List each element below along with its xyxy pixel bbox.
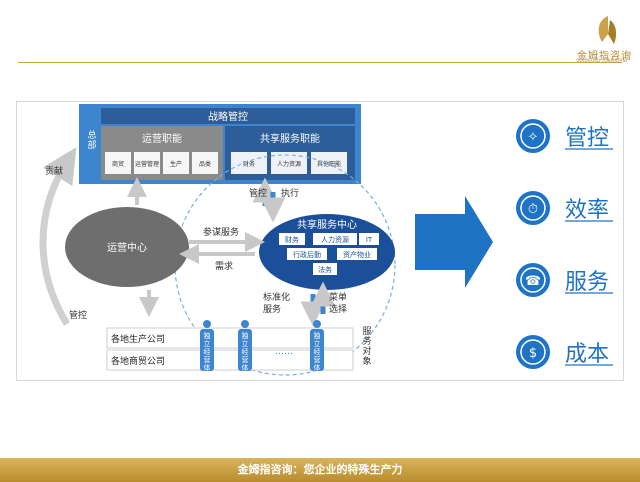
ssc-item xyxy=(313,263,337,275)
operating-unit xyxy=(238,329,252,371)
standard-service-label-1: 标准化 xyxy=(263,291,290,303)
ops-function-item xyxy=(105,152,131,174)
shared-function-item-label: 财务 xyxy=(243,160,255,168)
strategy-bar xyxy=(101,108,355,124)
shared-function-item-label: 人力资源 xyxy=(277,160,301,168)
ops-center-label: 运营中心 xyxy=(107,241,147,254)
contribution-arrow xyxy=(39,147,77,326)
header-divider xyxy=(18,62,622,63)
production-company-label: 各地生产公司 xyxy=(111,333,165,345)
phone-icon-glyph: ☎ xyxy=(525,274,541,289)
operating-unit xyxy=(310,329,324,371)
operating-unit-label: 独 xyxy=(242,331,249,340)
contribution-label: 贡献 xyxy=(45,165,63,177)
service-targets-label: 象 xyxy=(362,355,371,367)
trading-company-label: 各地商贸公司 xyxy=(111,355,165,367)
ssc-item-label: IT xyxy=(366,236,373,244)
brand-name: 金姆指咨询 xyxy=(577,51,632,62)
operating-unit-label: 营 xyxy=(242,355,249,364)
person-icon xyxy=(203,320,211,328)
ops-function-item-label: 运营管理 xyxy=(135,160,159,168)
operating-unit-label: 立 xyxy=(242,339,249,348)
ops-center xyxy=(65,207,189,287)
ssc-item-label: 人力资源 xyxy=(321,235,349,244)
demand-label: 需求 xyxy=(215,260,233,272)
ops-function-item xyxy=(192,152,218,174)
person-icon xyxy=(241,320,249,328)
standard-service-label-2: 服务 xyxy=(263,303,281,315)
control-mid-label: 管控 xyxy=(249,187,267,199)
operating-unit-label: 经 xyxy=(242,347,249,356)
operating-unit xyxy=(200,329,214,371)
operating-unit-label: 营 xyxy=(314,355,321,364)
benefit-label: 成本 xyxy=(565,342,609,367)
diagram-frame: 战略管控 运营职能 商贸运营管理生产品类 共享服务职能 财务人力资源其他职能 贡… xyxy=(16,101,624,381)
benefit-label: 管控 xyxy=(565,126,609,151)
operating-unit-label: 体 xyxy=(204,363,211,372)
benefit-label: 服务 xyxy=(565,270,609,295)
brand-mark-icon xyxy=(598,16,617,44)
operating-unit-label: 立 xyxy=(204,339,211,348)
operating-unit-label: 营 xyxy=(204,355,211,364)
ssc-item-label: 行政后勤 xyxy=(293,250,321,259)
phone-icon-ring xyxy=(520,267,546,293)
control-left-label: 管控 xyxy=(69,309,87,321)
consulting-label: 参谋服务 xyxy=(203,226,239,238)
ops-function-item-label: 品类 xyxy=(199,160,211,168)
operating-unit-label: n xyxy=(315,372,319,380)
operating-unit-label: 经 xyxy=(204,347,211,356)
stopwatch-icon-ring xyxy=(520,195,546,221)
ops-function-item-label: 商贸 xyxy=(112,160,124,168)
execute-label: 执行 xyxy=(281,187,299,199)
team-icon-glyph: ✧ xyxy=(528,130,539,145)
operating-unit-label: 经 xyxy=(314,347,321,356)
ops-function-item-label: 生产 xyxy=(170,160,182,168)
shared-function-item xyxy=(311,152,347,174)
service-targets-label: 对 xyxy=(362,345,371,357)
person-icon xyxy=(313,320,321,328)
trading-company-row xyxy=(106,349,354,371)
operating-unit-label: 立 xyxy=(314,339,321,348)
service-targets-label: 务 xyxy=(362,335,371,347)
service-targets-label: 服 xyxy=(362,326,371,337)
operating-unit-label: 独 xyxy=(314,331,321,340)
strategy-label: 战略管控 xyxy=(208,110,248,123)
brand-subtitle: GOLDGOOD CONSULTANT xyxy=(576,58,628,63)
ops-function-item xyxy=(163,152,189,174)
ssc-item xyxy=(337,248,377,260)
stopwatch-icon-glyph: ⏱ xyxy=(528,202,538,217)
ssc-item-label: 法务 xyxy=(318,265,332,274)
menu-select-label-1: 菜单 xyxy=(329,291,347,303)
benefit-label: 效率 xyxy=(565,198,609,223)
footer-banner: 金姆指咨询：您企业的特殊生产力 xyxy=(0,458,640,482)
operating-unit-label: 体 xyxy=(314,363,321,372)
ssc-item-label: 财务 xyxy=(285,235,299,244)
ssc-item xyxy=(313,233,357,245)
ops-function-item xyxy=(134,152,160,174)
hq-label: 部 xyxy=(87,139,96,151)
operating-unit-label: 2 xyxy=(243,372,247,380)
units-ellipsis: …… xyxy=(275,347,293,357)
result-arrow xyxy=(415,196,493,288)
team-icon-ring xyxy=(520,123,546,149)
money-bag-icon-ring xyxy=(520,339,546,365)
ssc-label: 共享服务中心 xyxy=(297,218,357,231)
shared-function-item xyxy=(231,152,267,174)
ssc-item xyxy=(279,233,305,245)
ssc-item xyxy=(287,248,327,260)
brand-logo xyxy=(588,14,628,58)
operating-unit-label: 1 xyxy=(205,372,209,380)
shared-service-diagram: 战略管控 运营职能 商贸运营管理生产品类 共享服务职能 财务人力资源其他职能 贡… xyxy=(39,104,613,380)
ssc-item-label: 资产物业 xyxy=(343,250,371,259)
ssc-item xyxy=(359,233,379,245)
production-company-row xyxy=(106,327,354,349)
shared-functions-label: 共享服务职能 xyxy=(260,132,320,145)
ops-functions-label: 运营职能 xyxy=(142,132,182,145)
operating-unit-label: 体 xyxy=(242,363,249,372)
money-bag-icon-glyph: $ xyxy=(529,346,537,361)
operating-unit-label: 独 xyxy=(204,331,211,340)
menu-select-label-2: 选择 xyxy=(329,303,347,315)
hq-label: 总 xyxy=(87,129,96,141)
shared-function-item xyxy=(271,152,307,174)
